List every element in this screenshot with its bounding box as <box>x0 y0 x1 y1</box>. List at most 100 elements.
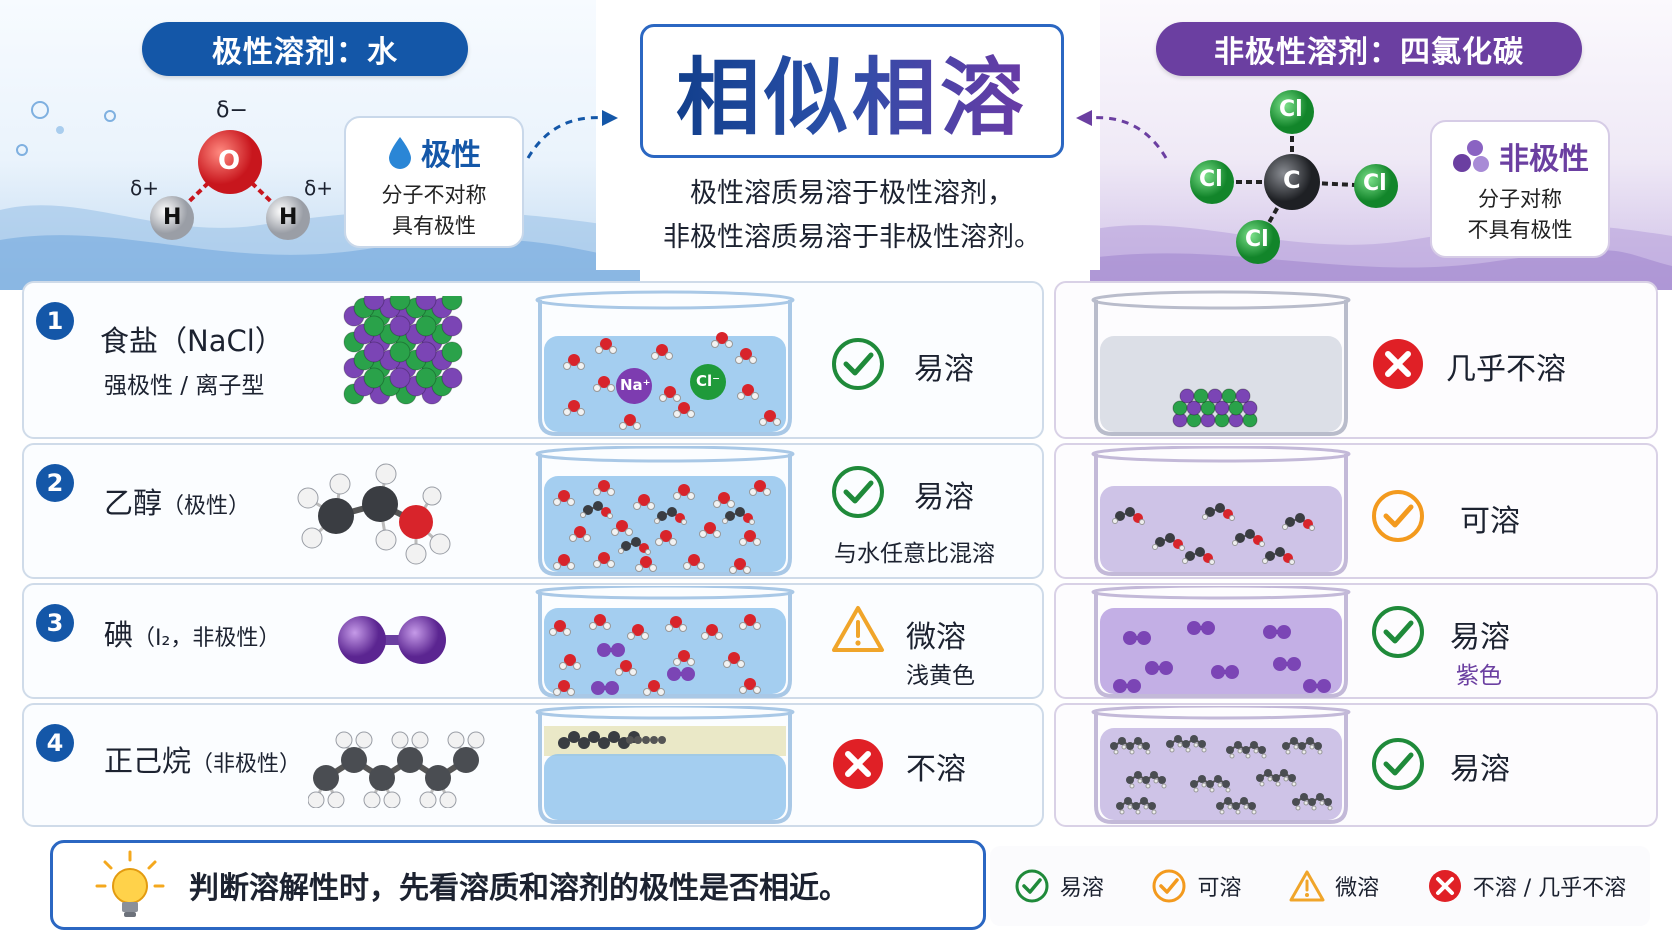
row-number: 1 <box>36 302 74 340</box>
check-green-icon <box>1015 869 1049 903</box>
ccl4-result: 易溶 <box>1450 752 1510 787</box>
oxygen-label: O <box>218 146 241 176</box>
cross-red-icon <box>833 739 883 789</box>
check-green-icon <box>832 338 884 390</box>
arrow-right-icon <box>526 110 618 159</box>
polar-solvent-label: 极性溶剂：水 <box>142 22 468 76</box>
beaker-iodine-ccl4 <box>1090 586 1352 698</box>
ccl4-result: 可溶 <box>1460 504 1520 539</box>
water-drop-icon <box>389 137 411 169</box>
solute-name: 正己烷（非极性） <box>104 738 301 780</box>
water-note: 与水任意比混溶 <box>834 541 995 567</box>
legend-item-easy: 易溶 <box>1014 868 1104 904</box>
solute-name: 乙醇（极性） <box>104 480 250 522</box>
carbon-atom <box>1264 154 1320 210</box>
chlorine-atom <box>1236 220 1280 264</box>
nonpolar-card-line-2: 不具有极性 <box>1467 218 1573 242</box>
oxygen-atom <box>198 130 262 194</box>
iodine-molecule-icon <box>338 616 446 664</box>
row-number: 4 <box>36 724 74 762</box>
beaker-nacl-water: Na⁺ Cl⁻ <box>534 290 796 436</box>
polar-card-title: 极性 <box>421 138 481 173</box>
legend-item-insoluble: 不溶 / 几乎不溶 <box>1427 868 1626 904</box>
principle-line-2: 非极性溶质易溶于非极性溶剂。 <box>663 222 1041 253</box>
water-result: 易溶 <box>914 480 974 515</box>
hydrogen-label-right: H <box>279 205 298 230</box>
water-result: 易溶 <box>914 352 974 387</box>
carbon-label: C <box>1283 166 1301 194</box>
chloride-ion <box>690 364 726 400</box>
solute-name-main: 碘 <box>104 618 134 652</box>
cross-red-icon <box>1373 339 1423 389</box>
ccl4-note: 紫色 <box>1456 663 1502 689</box>
nacl-crystal-icon <box>336 296 476 426</box>
beaker-ethanol-water <box>534 446 796 576</box>
delta-plus-left-label: δ+ <box>130 176 159 200</box>
polar-card-line-1: 分子不对称 <box>381 183 487 207</box>
cl-label-left: Cl <box>1199 167 1223 192</box>
sodium-ion <box>616 368 652 404</box>
principle-line-1: 极性溶质易溶于极性溶剂， <box>690 178 1014 209</box>
hexane-molecule-icon <box>308 724 488 808</box>
solute-subtitle: 强极性 / 离子型 <box>104 373 265 399</box>
check-green-icon <box>1372 606 1424 658</box>
legend-label: 不溶 / 几乎不溶 <box>1472 876 1627 901</box>
row-number: 3 <box>36 604 74 642</box>
water-result: 微溶 <box>906 620 966 655</box>
hydrogen-atom <box>150 196 194 240</box>
water-molecule: O H H δ− δ+ δ+ <box>112 92 333 252</box>
check-green-icon <box>1372 738 1424 790</box>
check-orange-icon <box>1372 490 1424 542</box>
solute-polarity: （I₂，非极性） <box>133 626 281 651</box>
row-number: 2 <box>36 464 74 502</box>
cl-label-right: Cl <box>1363 171 1387 196</box>
solute-polarity: （极性） <box>162 494 251 519</box>
delta-plus-right-label: δ+ <box>304 176 333 200</box>
water-result: 不溶 <box>906 752 966 787</box>
beaker-ethanol-ccl4 <box>1090 446 1352 576</box>
solute-name: 碘（I₂，非极性） <box>104 612 280 654</box>
principle-statement: 极性溶质易溶于极性溶剂， 非极性溶质易溶于非极性溶剂。 <box>610 172 1094 260</box>
solute-name-main: 乙醇 <box>104 486 163 520</box>
legend: 易溶 可溶 微溶 不溶 / 几乎不溶 <box>990 846 1650 926</box>
hydrogen-label-left: H <box>163 205 182 230</box>
legend-item-soluble: 可溶 <box>1151 868 1241 904</box>
ethanol-molecule-icon <box>290 456 480 566</box>
water-note: 浅黄色 <box>906 663 975 689</box>
chlorine-atom <box>1270 90 1314 134</box>
ccl4-result: 易溶 <box>1450 620 1510 655</box>
page-title: 相似相溶 <box>676 31 1028 152</box>
title-box: 相似相溶 <box>640 24 1064 158</box>
cross-red-icon <box>1428 870 1461 902</box>
solute-name: 食盐（NaCl） <box>100 324 284 358</box>
legend-label: 易溶 <box>1059 876 1104 901</box>
solute-polarity: （非极性） <box>191 752 302 777</box>
beaker-hexane-ccl4 <box>1090 706 1352 824</box>
chloride-ion-label: Cl⁻ <box>696 372 721 390</box>
warning-triangle-icon <box>1289 870 1325 902</box>
check-green-icon <box>832 466 884 518</box>
tip-text: 判断溶解性时，先看溶质和溶剂的极性是否相近。 <box>189 871 849 906</box>
legend-label: 微溶 <box>1335 876 1380 901</box>
legend-label: 可溶 <box>1197 876 1242 901</box>
molecule-cluster-icon <box>1453 140 1489 172</box>
legend-item-slight: 微溶 <box>1289 869 1379 903</box>
row-3-water-panel <box>22 583 1044 699</box>
ccl4-result: 几乎不溶 <box>1446 352 1566 387</box>
beaker-iodine-water <box>534 586 796 698</box>
delta-minus-label: δ− <box>216 98 248 123</box>
beaker-hexane-water <box>534 706 796 824</box>
nonpolar-card-line-1: 分子对称 <box>1478 187 1562 211</box>
nonpolar-info-card: 非极性 分子对称 不具有极性 <box>1430 120 1610 258</box>
row-1-water-panel <box>22 281 1044 439</box>
polar-info-card: 极性 分子不对称 具有极性 <box>344 116 524 248</box>
cl-label-top: Cl <box>1279 97 1303 122</box>
check-orange-icon <box>1152 869 1186 903</box>
tip-box: 判断溶解性时，先看溶质和溶剂的极性是否相近。 <box>50 840 986 930</box>
sodium-ion-label: Na⁺ <box>620 376 651 394</box>
hydrogen-atom <box>266 196 310 240</box>
solute-name-main: 正己烷 <box>104 744 192 778</box>
arrow-left-icon <box>1076 110 1168 159</box>
chlorine-atom <box>1190 160 1234 204</box>
lightbulb-icon <box>95 850 165 917</box>
